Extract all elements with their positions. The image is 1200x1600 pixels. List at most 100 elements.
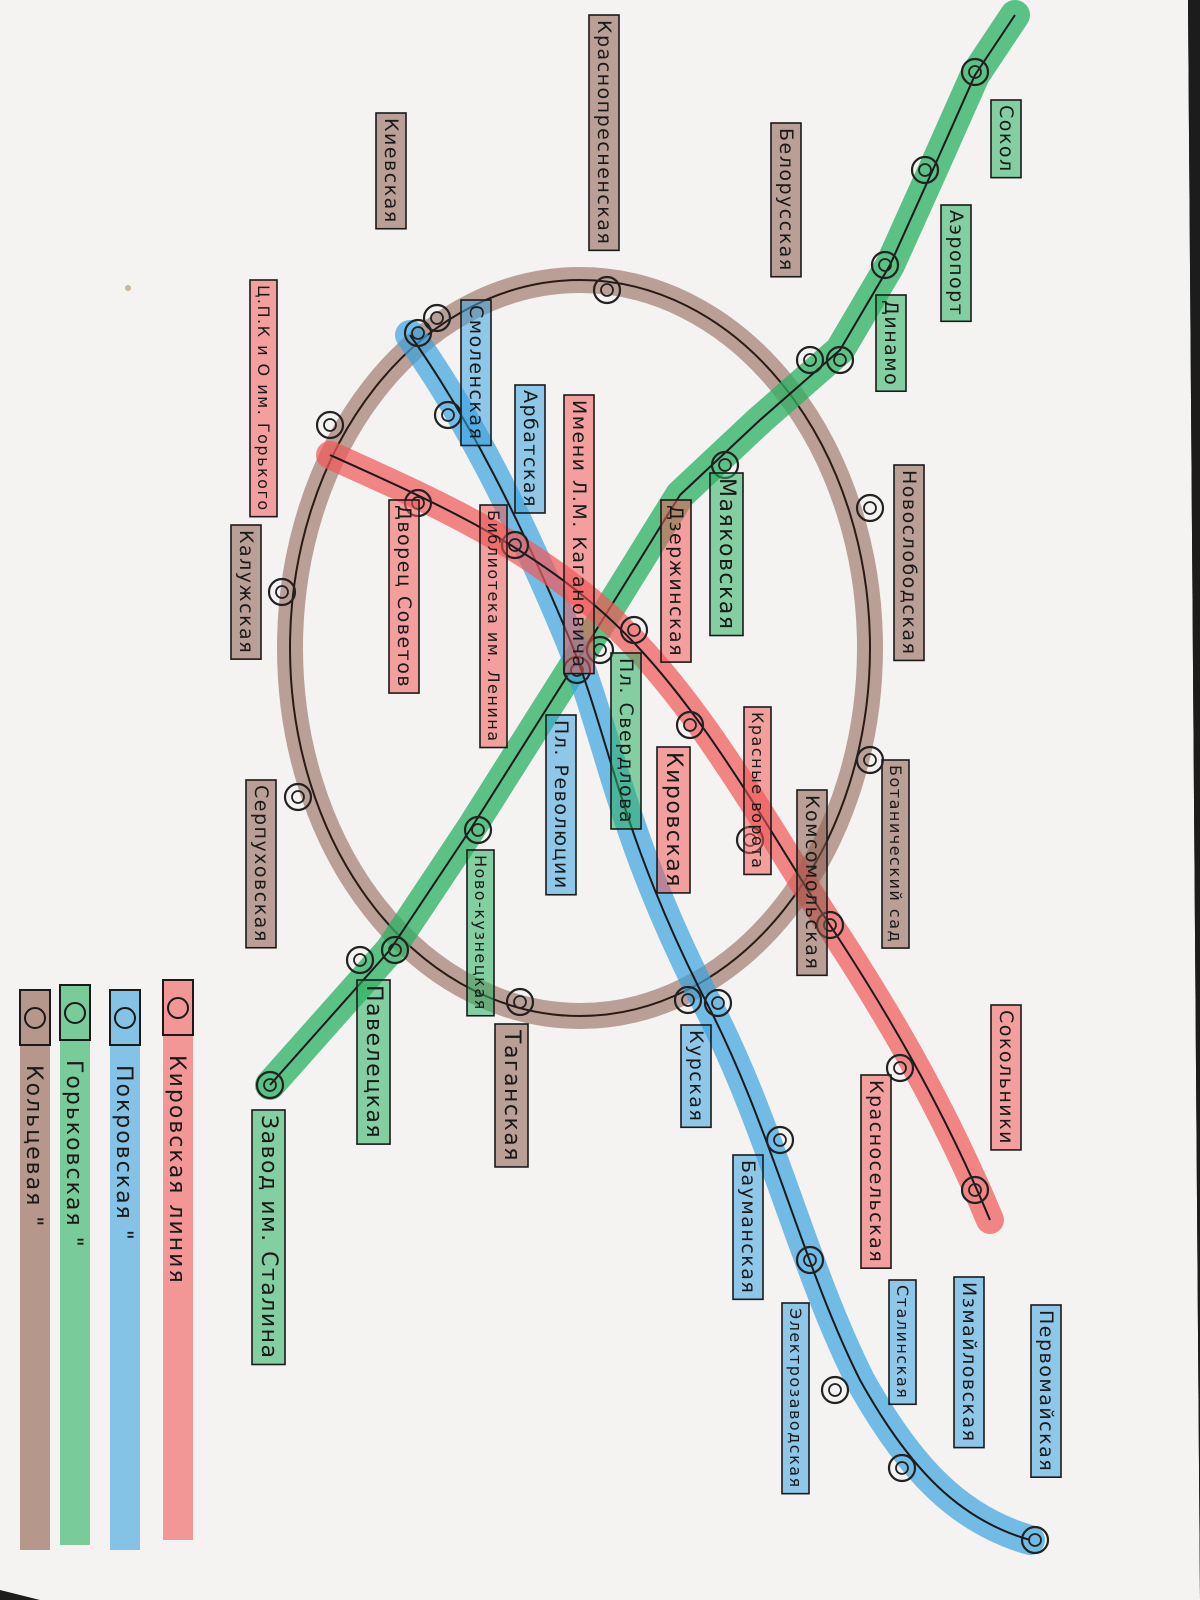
station-label-krasnopresnenskaya[interactable]: Краснопресненская — [588, 14, 620, 252]
station-label-text: Маяковская — [714, 478, 739, 631]
station-marker[interactable] — [463, 815, 493, 845]
station-marker[interactable] — [885, 1053, 915, 1083]
station-marker[interactable] — [820, 1375, 850, 1405]
station-label-smolenskaya[interactable]: Смоленская — [460, 299, 492, 447]
station-label-imeni-kaganovicha[interactable]: Имени Л.М. Кагановича — [563, 394, 595, 675]
station-label-kirovskaya[interactable]: Кировская — [656, 746, 691, 894]
legend-swatch — [20, 990, 50, 1550]
station-label-elektrozavodskaya[interactable]: Электрозаводская — [781, 1302, 810, 1495]
station-labels: Краснопресненская Белорусская КиевскаяНово… — [230, 14, 1062, 1495]
station-label-izmaylovskaya[interactable]: Измайловская — [953, 1276, 985, 1449]
station-label-kurskaya[interactable]: Курская — [680, 1024, 712, 1129]
station-marker[interactable] — [380, 935, 410, 965]
station-label-text: Серпуховская — [250, 785, 272, 943]
station-marker[interactable] — [422, 303, 452, 333]
station-label-text: Красные ворота — [748, 712, 767, 869]
station-label-komsomolskaya[interactable]: Комсомольская — [796, 789, 828, 977]
station-label-text: Дворец Советов — [393, 505, 415, 688]
station-label-text: Первомайская — [1035, 1310, 1057, 1472]
station-marker[interactable] — [855, 493, 885, 523]
station-label-text: Комсомольская — [801, 795, 823, 970]
station-label-box — [388, 499, 420, 694]
station-marker[interactable] — [315, 410, 345, 440]
station-marker[interactable] — [960, 1175, 990, 1205]
station-label-box — [251, 1109, 286, 1366]
station-marker[interactable] — [825, 345, 855, 375]
station-label-text: Сокольники — [995, 1010, 1017, 1145]
station-label-mayakovskaya[interactable]: Маяковская — [709, 472, 744, 637]
station-label-box — [466, 849, 495, 1017]
station-label-sokol[interactable]: Сокол — [990, 99, 1022, 179]
station-label-text: Павелецкая — [361, 985, 386, 1139]
station-label-belorusskaya[interactable]: Белорусская — [770, 122, 802, 278]
station-marker[interactable] — [619, 615, 649, 645]
station-label-text: Смоленская — [465, 305, 487, 440]
station-label-novoslobodskaya[interactable]: Новослободская — [893, 464, 925, 662]
station-label-stalinskaya[interactable]: Сталинская — [888, 1279, 917, 1406]
station-label-box — [230, 524, 262, 660]
station-marker[interactable] — [960, 57, 990, 87]
station-label-kaluzhskaya[interactable]: Калужская — [230, 524, 262, 660]
station-label-taganskaya[interactable]: Таганская — [494, 1023, 529, 1168]
station-label-box — [888, 1279, 917, 1406]
station-label-krasnye-vorota[interactable]: Красные ворота — [743, 706, 772, 876]
station-marker[interactable] — [795, 1245, 825, 1275]
station-marker[interactable] — [675, 710, 705, 740]
station-label-arbatskaya[interactable]: Арбатская — [514, 384, 546, 514]
station-label-pervomayskaya[interactable]: Первомайская — [1030, 1304, 1062, 1478]
station-marker[interactable] — [283, 782, 313, 812]
station-marker[interactable] — [703, 988, 733, 1018]
station-marker[interactable] — [795, 345, 825, 375]
station-label-box — [893, 464, 925, 662]
station-label-text: Красносельская — [865, 1080, 887, 1263]
station-label-biblioteka-lenina[interactable]: Библиотека им. Ленина — [479, 504, 508, 749]
station-marker[interactable] — [765, 1125, 795, 1155]
station-label-text: Сталинская — [893, 1285, 912, 1399]
station-label-krasnoselskaya[interactable]: Красносельская — [860, 1074, 892, 1269]
ring-line — [277, 267, 883, 1029]
station-label-dinamo[interactable]: Динамо — [875, 294, 907, 393]
station-label-box — [875, 294, 907, 393]
station-marker[interactable] — [267, 577, 297, 607]
station-label-text: Электрозаводская — [786, 1308, 805, 1489]
station-marker[interactable] — [403, 318, 433, 348]
station-label-baumanskaya[interactable]: Бауманская — [732, 1154, 764, 1301]
station-label-tsentralnyy-park[interactable]: Ц.П.К и О им. Горького — [249, 279, 278, 518]
station-label-kievskaya[interactable]: Киевская — [375, 112, 407, 230]
station-marker[interactable] — [345, 945, 375, 975]
legend-swatch — [60, 985, 90, 1545]
station-marker[interactable] — [592, 275, 622, 305]
station-label-sokolniki[interactable]: Сокольники — [990, 1004, 1022, 1151]
station-label-pl-revolyutsii[interactable]: Пл. Революции — [545, 714, 577, 896]
station-marker[interactable] — [505, 987, 535, 1017]
legend-marker-box — [59, 984, 91, 1041]
station-label-dzerzhinskaya[interactable]: Дзержинская — [660, 499, 692, 663]
pokrov-line — [395, 320, 1045, 1555]
legend-marker-box — [109, 989, 141, 1046]
station-label-text: Ново-кузнецкая — [471, 855, 490, 1011]
station-label-text: Новослободская — [898, 470, 920, 655]
station-label-dvorets-sovetov[interactable]: Дворец Советов — [388, 499, 420, 694]
station-marker[interactable] — [910, 155, 940, 185]
station-marker[interactable] — [887, 1453, 917, 1483]
station-marker[interactable] — [673, 985, 703, 1015]
station-label-serpukhovskaya[interactable]: Серпуховская — [245, 779, 277, 949]
gorky-line — [255, 0, 1030, 1100]
station-marker[interactable] — [870, 250, 900, 280]
station-label-text: Аэропорт — [945, 210, 967, 316]
station-label-text: Пл. Свердлова — [615, 658, 637, 824]
station-label-box — [709, 472, 744, 637]
station-label-pl-sverdlova[interactable]: Пл. Свердлова — [610, 652, 642, 830]
station-label-aeroport[interactable]: Аэропорт — [940, 204, 972, 323]
legend-item-pokrov: Покровская " — [109, 989, 141, 1550]
station-marker[interactable] — [255, 1070, 285, 1100]
station-marker[interactable] — [1020, 1525, 1050, 1555]
station-label-box — [990, 99, 1022, 179]
station-label-zavod-stalina[interactable]: Завод им. Сталина — [251, 1109, 286, 1366]
station-label-botanicheskiy-sad[interactable]: Ботанический сад — [881, 759, 910, 949]
station-label-box — [881, 759, 910, 949]
station-label-novokuznetskaya[interactable]: Ново-кузнецкая — [466, 849, 495, 1017]
station-label-paveletskaya[interactable]: Павелецкая — [356, 979, 391, 1145]
